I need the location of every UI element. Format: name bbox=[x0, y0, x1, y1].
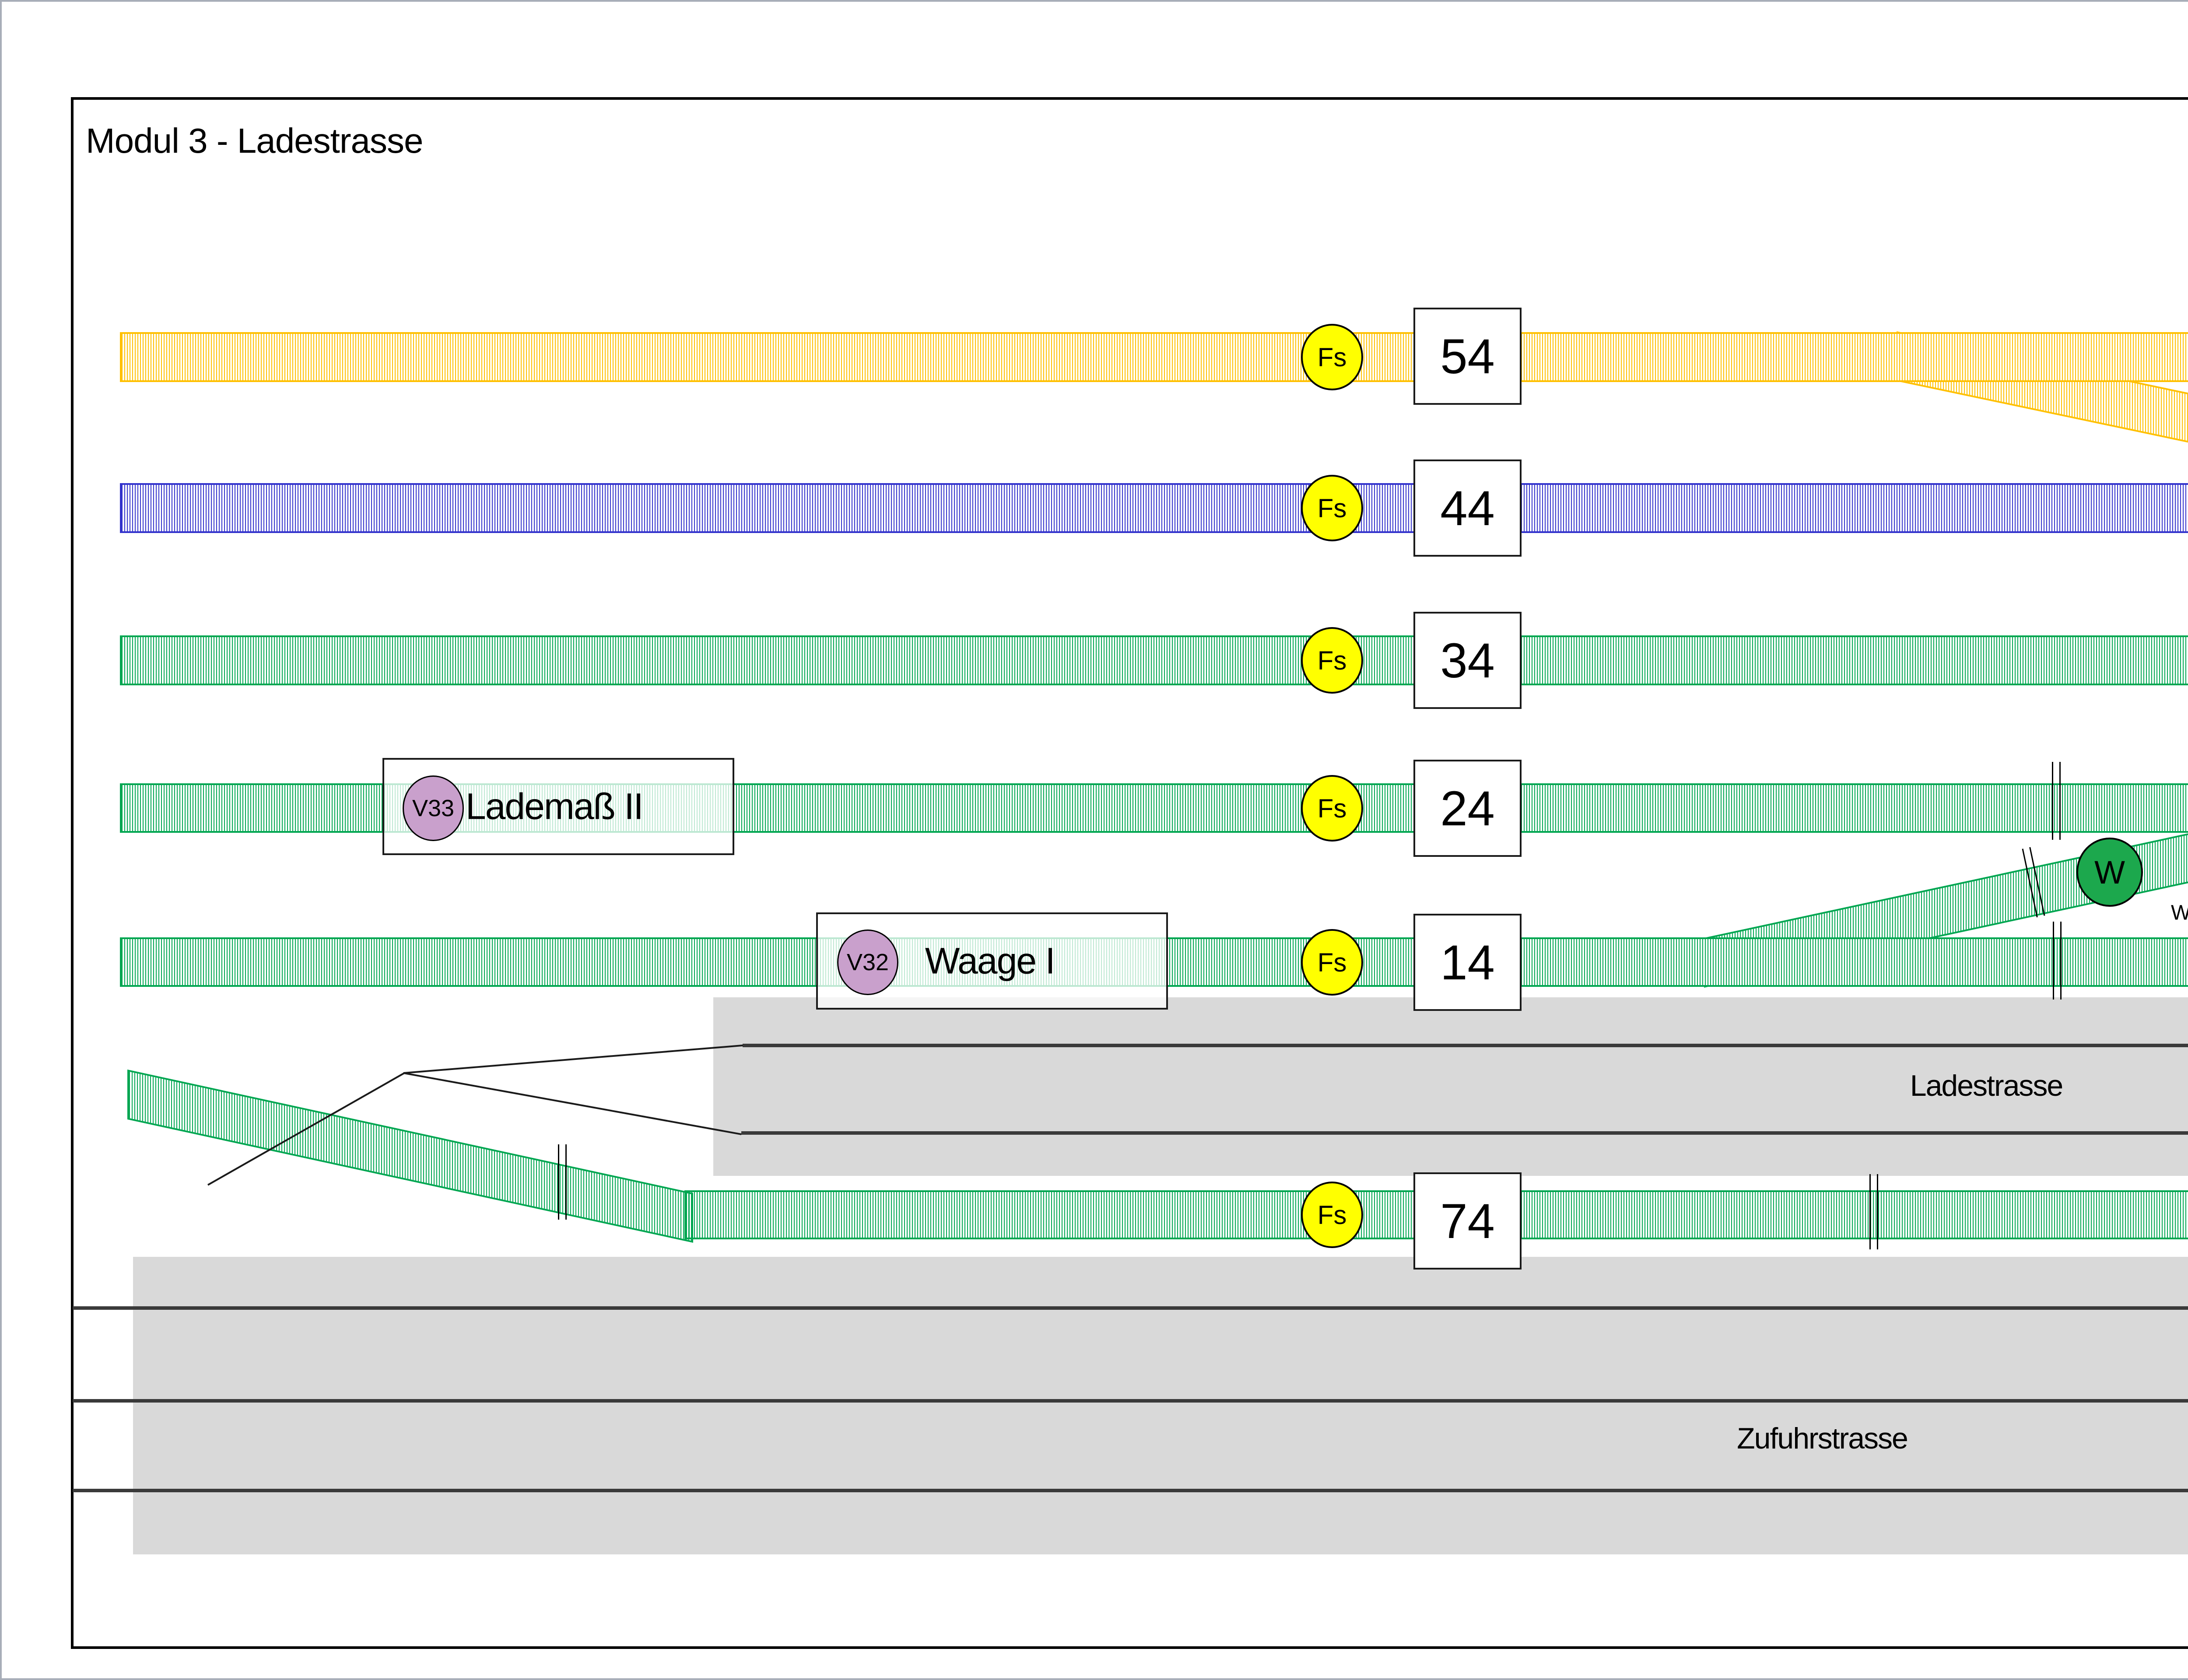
signal-fs-track-1x-left: Fs bbox=[1301, 929, 1363, 996]
zufuhrstrasse-road-line-1 bbox=[73, 1306, 2188, 1310]
track-3x bbox=[120, 635, 2188, 685]
gate-v32-box: V32 Waage I bbox=[816, 912, 1168, 1010]
switch-w33-34-icon: W bbox=[2076, 838, 2143, 907]
signal-fs-track-3x-left: Fs bbox=[1301, 627, 1363, 694]
gate-v33-icon: V33 bbox=[403, 775, 464, 841]
block-number-44: 44 bbox=[1413, 459, 1522, 557]
zufuhrstrasse-road-line-2 bbox=[73, 1399, 2188, 1403]
block-number-24: 24 bbox=[1413, 760, 1522, 857]
ladestrasse-label: Ladestrasse bbox=[1910, 1069, 2063, 1102]
signal-fs-track-7x-left: Fs bbox=[1301, 1182, 1363, 1248]
signal-fs-track-4x-left: Fs bbox=[1301, 475, 1363, 541]
zufuhrstrasse-label: Zufuhrstrasse bbox=[1737, 1422, 1908, 1455]
block-number-54: 54 bbox=[1413, 308, 1522, 405]
rail-separator-siding-stub bbox=[558, 1144, 567, 1220]
ladestrasse-road-line-top bbox=[743, 1044, 2188, 1047]
rail-separator-track-2x bbox=[2052, 762, 2061, 840]
gate-v33-name: Lademaß II bbox=[466, 786, 644, 827]
zufuhrstrasse-area bbox=[133, 1257, 2188, 1554]
rail-separator-track-1x bbox=[2053, 922, 2062, 1000]
switch-w33-34-name: W 33/34 bbox=[2171, 901, 2188, 925]
block-number-14: 14 bbox=[1413, 914, 1522, 1011]
page-title: Modul 3 - Ladestrasse bbox=[86, 121, 424, 160]
track-4x bbox=[120, 483, 2188, 533]
ladestrasse-road-line-bottom bbox=[741, 1131, 2188, 1135]
zufuhrstrasse-road-line-3 bbox=[73, 1489, 2188, 1492]
gate-v33-box: V33 Lademaß II bbox=[382, 758, 734, 855]
track-5x bbox=[120, 332, 2188, 382]
signal-fs-track-5x-left: Fs bbox=[1301, 324, 1363, 390]
rail-separator-track-7x bbox=[1869, 1174, 1878, 1249]
diagram-frame bbox=[71, 97, 2188, 1649]
ladestrasse-area bbox=[713, 997, 2188, 1176]
block-number-74: 74 bbox=[1413, 1172, 1522, 1270]
gate-v32-icon: V32 bbox=[837, 929, 898, 995]
signal-fs-track-2x-left: Fs bbox=[1301, 775, 1363, 842]
gate-v32-name: Waage I bbox=[925, 940, 1055, 982]
block-number-34: 34 bbox=[1413, 612, 1522, 709]
